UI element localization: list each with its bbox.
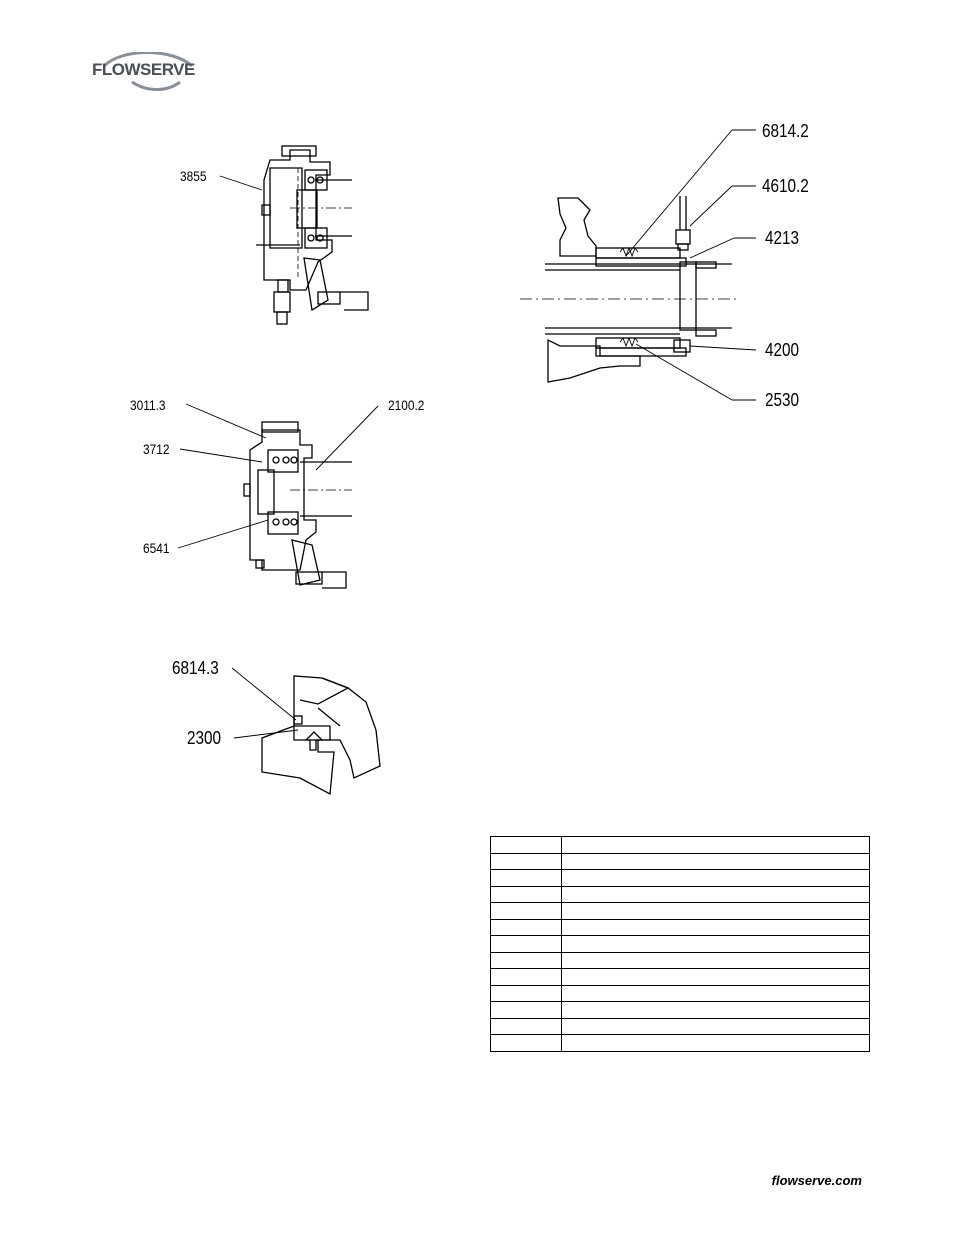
table-cell-description: [561, 968, 870, 986]
callout-label: 4200: [765, 340, 800, 360]
table-cell-description: [561, 869, 870, 887]
table-cell-description: [561, 1034, 870, 1052]
table-cell-item: [490, 968, 562, 986]
table-cell-description: [561, 951, 870, 969]
callout-label: 3712: [143, 441, 170, 457]
table-cell-item: [490, 852, 562, 870]
callout-line-6541: [177, 519, 269, 549]
table-cell-item: [490, 984, 562, 1002]
table-cell-description: [561, 836, 870, 854]
table-row: [490, 869, 870, 887]
table-cell-item: [490, 869, 562, 887]
table-cell-description: [561, 852, 870, 870]
flowserve-logo: FLOWSERVE: [92, 52, 207, 92]
callout-label: 2530: [765, 390, 800, 410]
table-cell-description: [561, 935, 870, 953]
callout-line-4610-2: [689, 185, 733, 227]
table-row: [490, 951, 870, 969]
table-row: [490, 836, 870, 854]
callout-label: 3855: [180, 168, 207, 184]
table-cell-item: [490, 1017, 562, 1035]
table-cell-item: [490, 1034, 562, 1052]
callout-line-6814-2: [625, 129, 733, 257]
table-cell-description: [561, 902, 870, 920]
table-row: [490, 902, 870, 920]
table-row: [490, 1001, 870, 1019]
table-cell-item: [490, 902, 562, 920]
callout-label: 3011.3: [130, 397, 166, 413]
table-row: [490, 918, 870, 936]
parts-table: [490, 836, 870, 1052]
table-cell-description: [561, 885, 870, 903]
callout-label: 2100.2: [388, 397, 425, 413]
table-cell-item: [490, 935, 562, 953]
table-cell-item: [490, 1001, 562, 1019]
table-cell-item: [490, 836, 562, 854]
logo-arc-icon: [102, 52, 194, 91]
callout-label: 4213: [765, 228, 800, 248]
bearing-assembly-bottom-drawing: [243, 421, 352, 589]
table-cell-description: [561, 984, 870, 1002]
table-row: [490, 984, 870, 1002]
table-row: [490, 885, 870, 903]
table-cell-description: [561, 1001, 870, 1019]
callout-label: 2300: [187, 728, 222, 748]
table-row: [490, 968, 870, 986]
callout-line-3712: [179, 448, 263, 463]
callout-line-2300: [233, 729, 299, 739]
callout-line-2530: [635, 343, 733, 401]
callout-label: 6541: [143, 540, 170, 556]
table-cell-item: [490, 918, 562, 936]
table-row: [490, 852, 870, 870]
callout-line-3855: [219, 175, 263, 191]
callout-label: 6814.3: [172, 658, 219, 678]
callout-line-4200: [689, 345, 757, 351]
callout-line-2100-2: [315, 405, 379, 471]
brand-name: FLOWSERVE: [92, 60, 195, 79]
table-cell-description: [561, 918, 870, 936]
callout-label: 4610.2: [762, 176, 809, 196]
slinger-detail-drawing: [261, 675, 381, 796]
table-row: [490, 1034, 870, 1052]
callout-line-4213: [689, 237, 735, 259]
table-row: [490, 935, 870, 953]
callout-line-3011-3: [185, 403, 267, 439]
table-cell-description: [561, 1017, 870, 1035]
bearing-assembly-top-drawing: [256, 145, 369, 325]
table-cell-item: [490, 885, 562, 903]
footer-website: flowserve.com: [771, 1173, 862, 1188]
callout-label: 6814.2: [762, 121, 809, 141]
table-row: [490, 1017, 870, 1035]
table-cell-item: [490, 951, 562, 969]
seal-section-drawing: [520, 196, 740, 383]
callout-line-6814-3: [231, 667, 297, 721]
